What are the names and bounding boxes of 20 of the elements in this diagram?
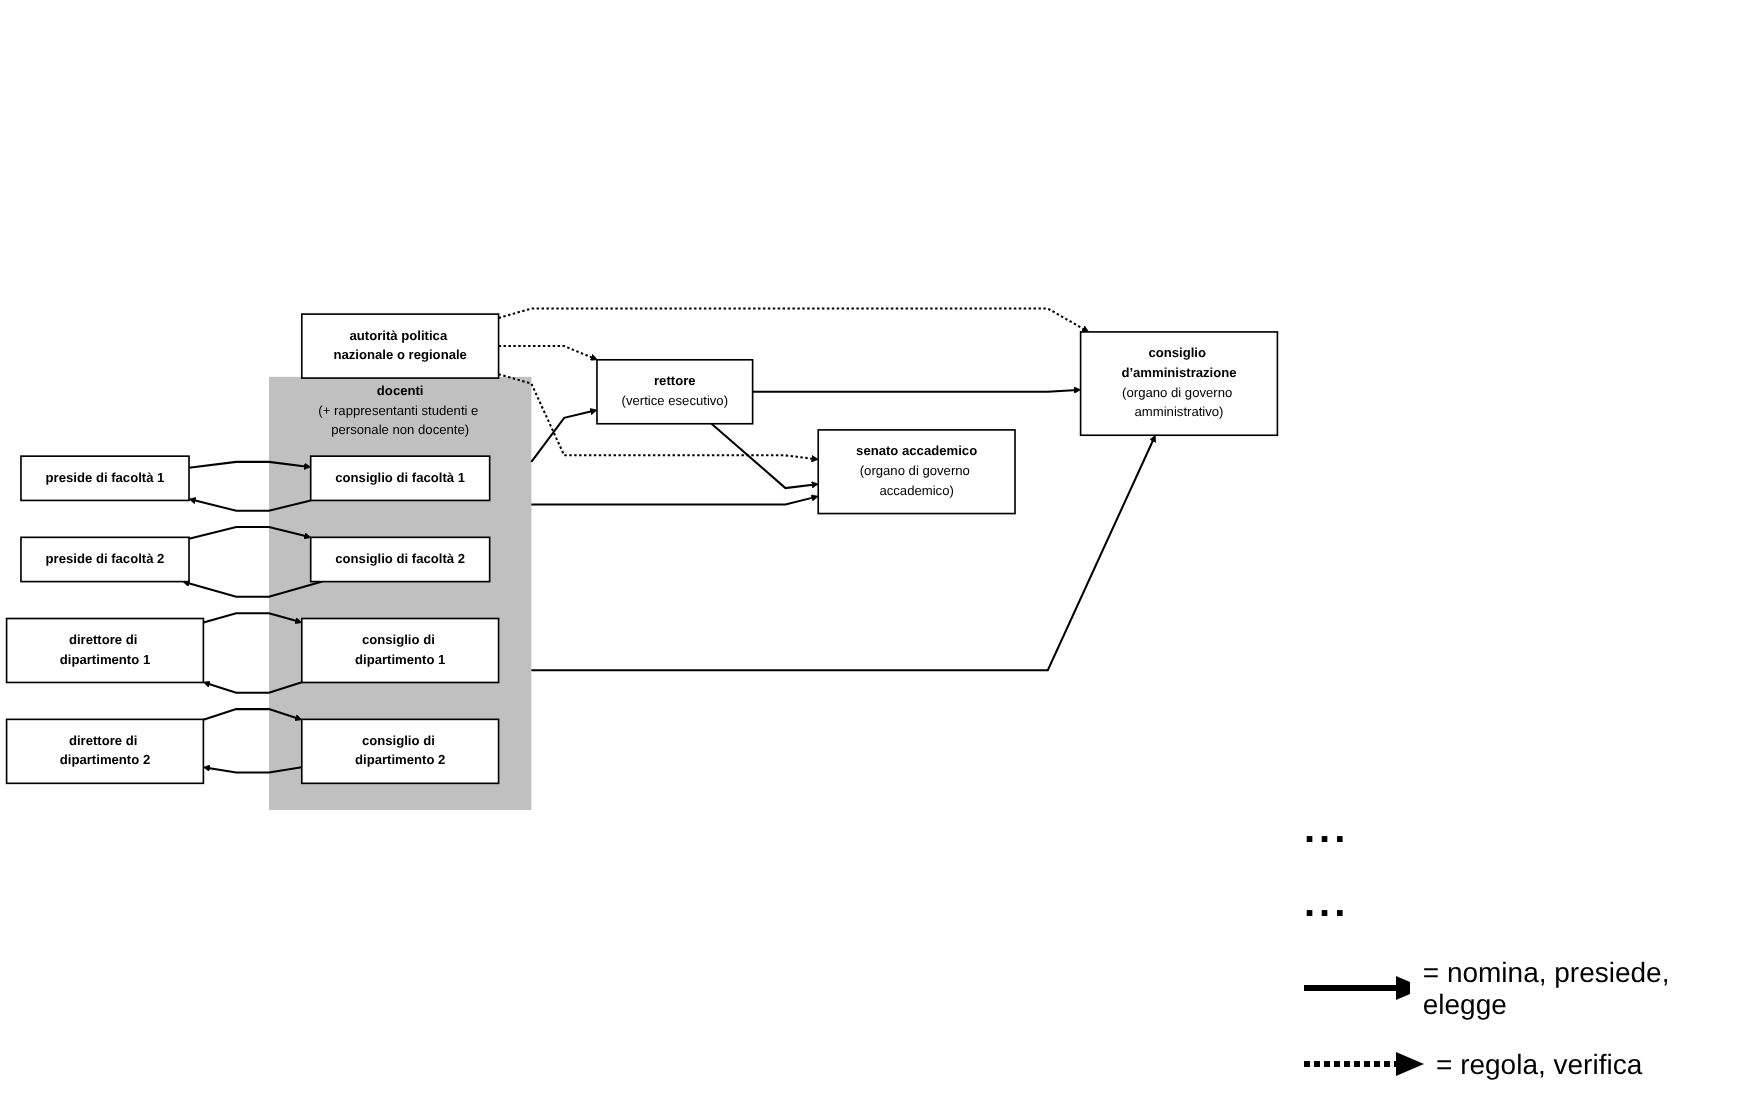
- arrow: [182, 580, 323, 599]
- arrow: [530, 408, 598, 464]
- arrow: [531, 435, 1156, 672]
- arrow: [203, 612, 303, 625]
- arrow: [188, 526, 312, 541]
- arrow: [498, 345, 598, 362]
- arrow: [188, 497, 311, 513]
- arrow: [188, 461, 312, 471]
- arrow: [531, 495, 819, 507]
- legend-text: = regola, verifica: [1436, 1048, 1643, 1080]
- arrow: [203, 708, 303, 722]
- legend-text: = nomina, presiede, elegge: [1422, 956, 1672, 1020]
- arrow: [710, 423, 819, 490]
- arrow: [498, 373, 819, 463]
- arrow: [498, 308, 1089, 333]
- ellipsis-mark: ...: [1304, 882, 1352, 928]
- arrow: [203, 765, 302, 775]
- ellipsis-mark: ...: [1304, 808, 1352, 854]
- arrow: [752, 387, 1081, 395]
- arrow: [203, 681, 303, 695]
